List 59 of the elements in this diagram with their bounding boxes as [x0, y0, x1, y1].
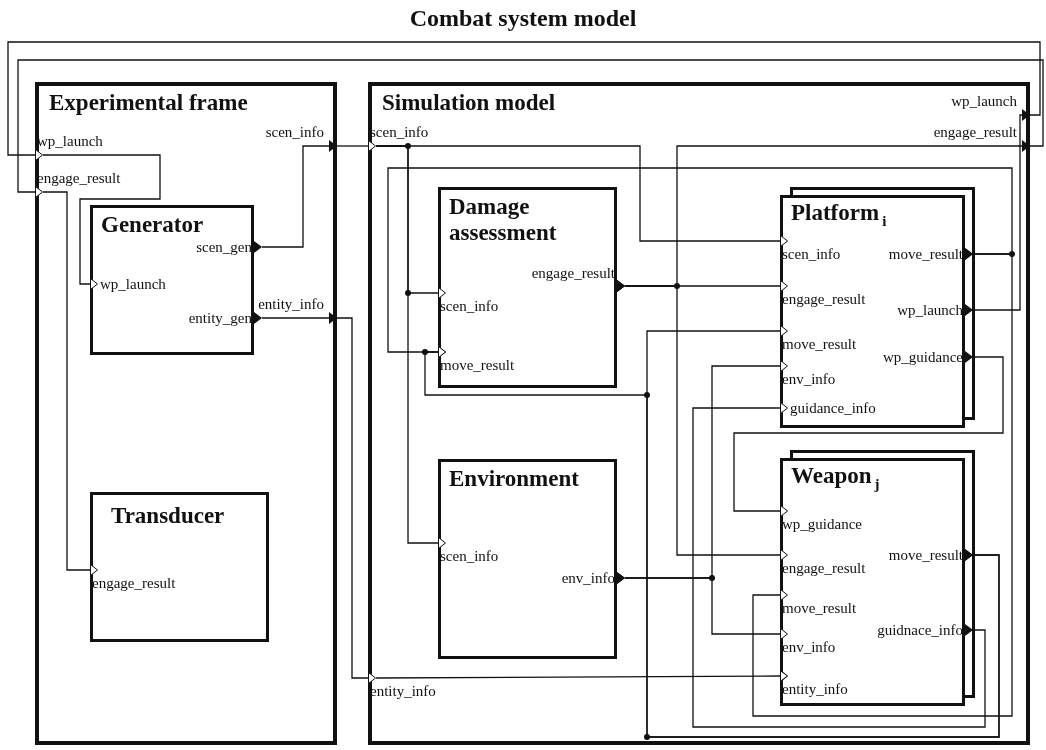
block-title: Simulation model: [382, 90, 557, 116]
port-label: wp_guidance: [780, 505, 862, 533]
block-title: Experimental frame: [49, 90, 249, 116]
diagram-title: Combat system model: [409, 4, 637, 32]
connector: [17, 59, 1044, 198]
port-label: move_result: [780, 325, 857, 353]
port-label: engage_result: [35, 170, 121, 198]
model-block: [780, 458, 965, 706]
connector: [733, 351, 1004, 517]
port-label: engage_result: [780, 280, 866, 308]
coupled-model-frame: [368, 82, 1030, 745]
connector: [646, 325, 1000, 738]
model-block: [780, 195, 965, 428]
port-label: entity_info: [780, 670, 848, 698]
port-label: move_result: [888, 546, 973, 564]
connector: [752, 248, 1013, 717]
block-title: Transducer: [111, 503, 226, 529]
block-title: Environment: [449, 466, 580, 492]
port-label: wp_launch: [90, 275, 166, 293]
port-label: wp_launch: [35, 133, 103, 161]
connector: [375, 145, 788, 247]
port-label: engage_result: [780, 549, 866, 577]
connector: [42, 154, 161, 290]
port-label: move_result: [438, 346, 515, 374]
port-label: move_result: [780, 589, 857, 617]
connector: [692, 402, 986, 728]
model-block: [90, 205, 254, 355]
connector: [336, 140, 376, 152]
port-label: scen_info: [438, 537, 499, 565]
port-label: guidance_info: [780, 399, 876, 417]
connector: [336, 317, 376, 684]
port-label: scen_info: [368, 124, 429, 152]
port-label: scen_info: [438, 287, 499, 315]
model-block: [438, 187, 617, 388]
port-label: env_info: [780, 360, 836, 388]
connector: [375, 670, 788, 682]
connector: [617, 572, 788, 640]
port-label: scen_info: [780, 235, 841, 263]
port-label: env_info: [780, 628, 836, 656]
block-title: Platform$_{i}$: [791, 200, 888, 231]
connector: [42, 191, 98, 576]
coupled-model-frame: [35, 82, 337, 745]
port-label: engage_result: [531, 265, 625, 292]
port-label: move_result: [888, 245, 973, 263]
model-block: [90, 492, 269, 642]
port-label: wp_launch: [951, 93, 1030, 121]
port-label: engage_result: [933, 124, 1030, 152]
port-label: scen_gen: [196, 238, 262, 256]
block-title: Generator: [101, 212, 205, 238]
port-label: wp_guidance: [883, 348, 973, 366]
port-label: scen_info: [265, 124, 337, 152]
connector: [7, 41, 1041, 161]
port-label: guidnace_info: [877, 621, 973, 639]
block-title: Damage assessment: [449, 194, 558, 246]
port-label: env_info: [561, 569, 625, 587]
port-label: wp_launch: [897, 301, 973, 319]
port-label: engage_result: [90, 564, 176, 592]
model-block: [438, 459, 617, 659]
block-title: Weapon$_{j}$: [791, 463, 881, 494]
